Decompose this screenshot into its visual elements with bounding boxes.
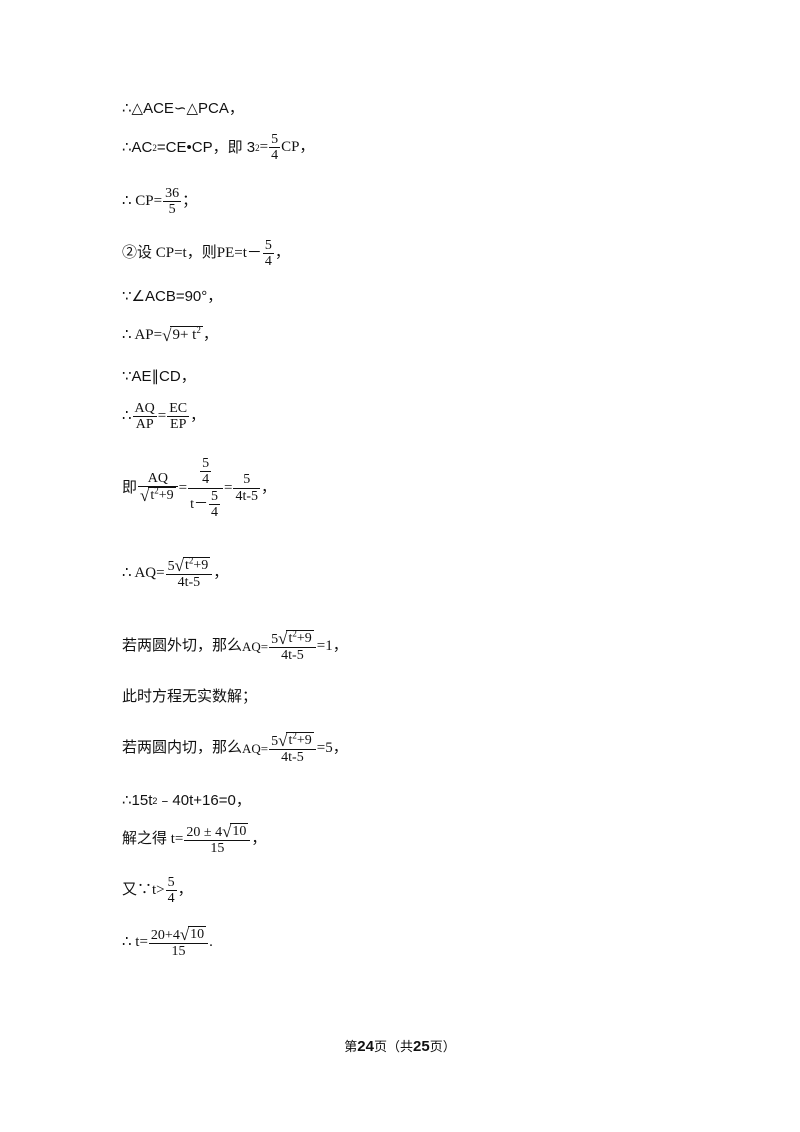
line-external-tangent: 若两圆外切，那么 AQ= 5√t2+9 4t-5 =1，: [122, 628, 348, 664]
line-solutions: 解之得 t= 20 ± 4√10 15 ，: [122, 822, 267, 857]
line-angle-acb: ∵∠ACB=90°，: [122, 288, 223, 305]
page-total: 25: [413, 1038, 430, 1055]
line-internal-tangent: 若两圆内切，那么 AQ= 5√t2+9 4t-5 =5，: [122, 730, 348, 766]
line-similar-triangles: ∴△ACE∽△PCA，: [122, 100, 244, 117]
fraction: 20+4√10 15: [148, 926, 209, 959]
page-number: 24: [357, 1038, 374, 1055]
fraction: 5√t2+9 4t-5: [269, 731, 316, 765]
fraction: 20 ± 4√10 15: [184, 823, 251, 856]
fraction: AQ √t2+9: [138, 471, 178, 506]
fraction: 5√t2+9 4t-5: [269, 629, 316, 663]
line-ae-parallel: ∵AE∥CD，: [122, 368, 196, 385]
line-final-answer: ∴ t= 20+4√10 15 .: [122, 925, 213, 960]
line-no-solution: 此时方程无实数解；: [122, 689, 258, 705]
sqrt: √9+ t2: [162, 325, 203, 346]
fraction: 5√t2+9 4t-5: [165, 556, 213, 590]
line-aq-expression: ∴ AQ= 5√t2+9 4t-5 ，: [122, 555, 229, 591]
page-footer: 第24页（共25页）: [344, 1038, 456, 1055]
line-ap-value: ∴ AP= √9+ t2 ，: [122, 325, 218, 346]
